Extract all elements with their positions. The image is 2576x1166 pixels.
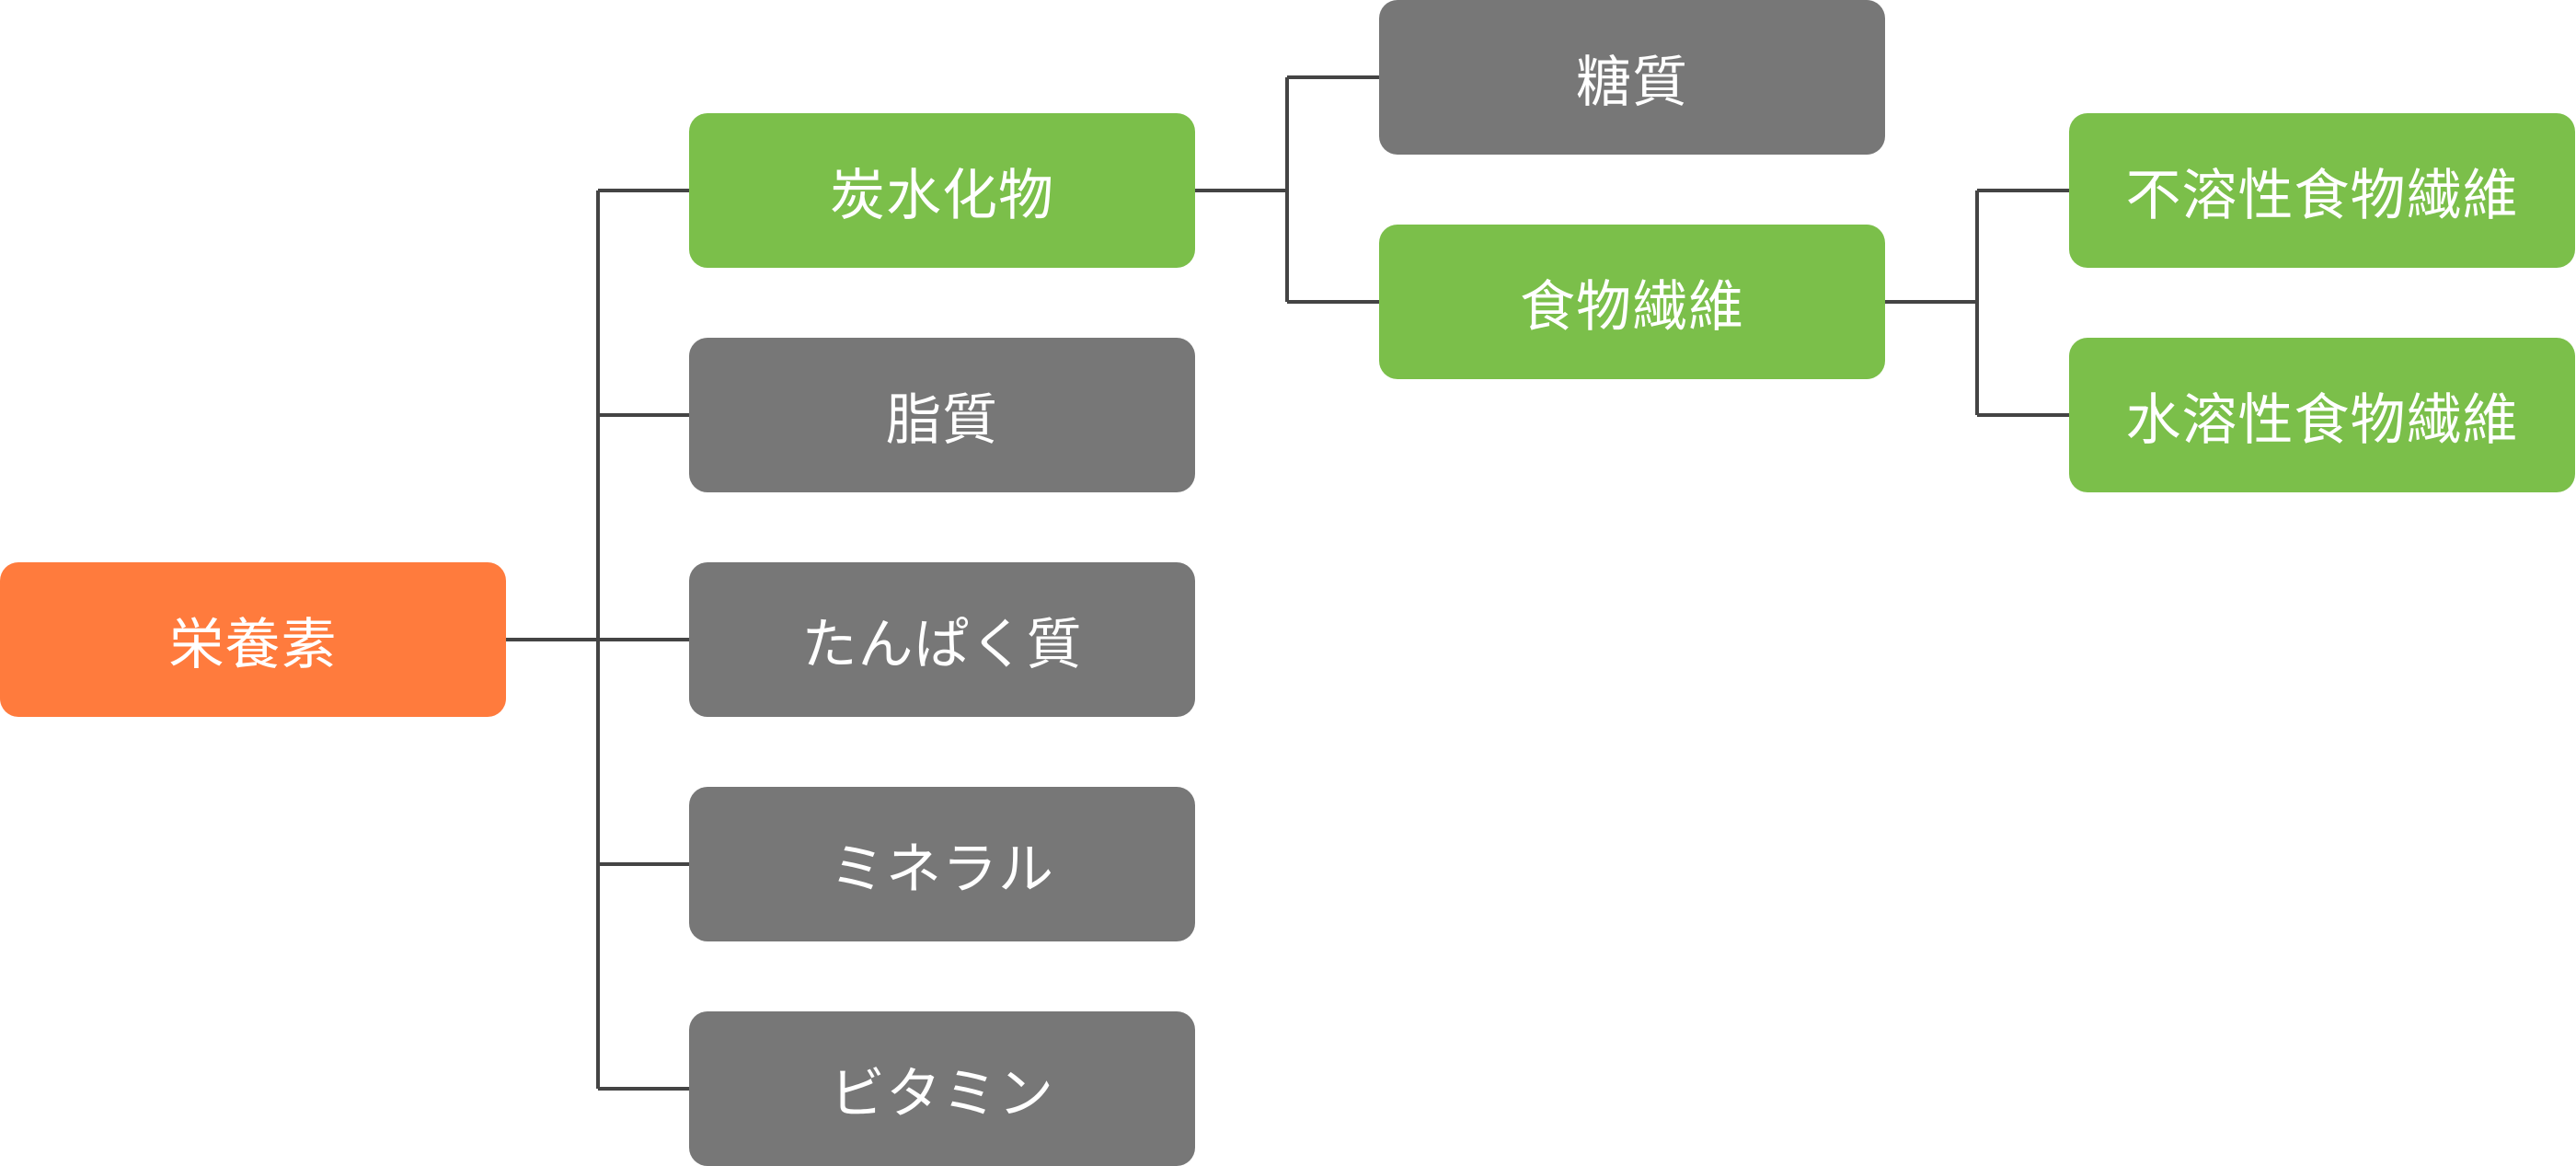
node-carbohydrate: 炭水化物 xyxy=(689,113,1195,268)
node-dietary-fiber: 食物繊維 xyxy=(1379,225,1885,379)
node-label: たんぱく質 xyxy=(801,612,1083,677)
node-sugar: 糖質 xyxy=(1379,0,1885,155)
node-protein: たんぱく質 xyxy=(689,562,1195,717)
node-label: ビタミン xyxy=(830,1061,1054,1126)
node-soluble-fiber: 水溶性食物繊維 xyxy=(2069,338,2575,492)
node-label: 食物繊維 xyxy=(1520,274,1744,340)
node-label: 脂質 xyxy=(886,387,998,453)
node-vitamin: ビタミン xyxy=(689,1011,1195,1166)
node-label: 炭水化物 xyxy=(830,163,1054,228)
node-lipid: 脂質 xyxy=(689,338,1195,492)
node-label: 不溶性食物繊維 xyxy=(2125,163,2519,228)
node-label: 糖質 xyxy=(1576,50,1688,115)
node-insoluble-fiber: 不溶性食物繊維 xyxy=(2069,113,2575,268)
node-label: ミネラル xyxy=(830,837,1054,902)
node-label: 水溶性食物繊維 xyxy=(2125,387,2519,453)
node-mineral: ミネラル xyxy=(689,787,1195,941)
node-nutrients: 栄養素 xyxy=(0,562,506,717)
node-label: 栄養素 xyxy=(168,612,338,677)
